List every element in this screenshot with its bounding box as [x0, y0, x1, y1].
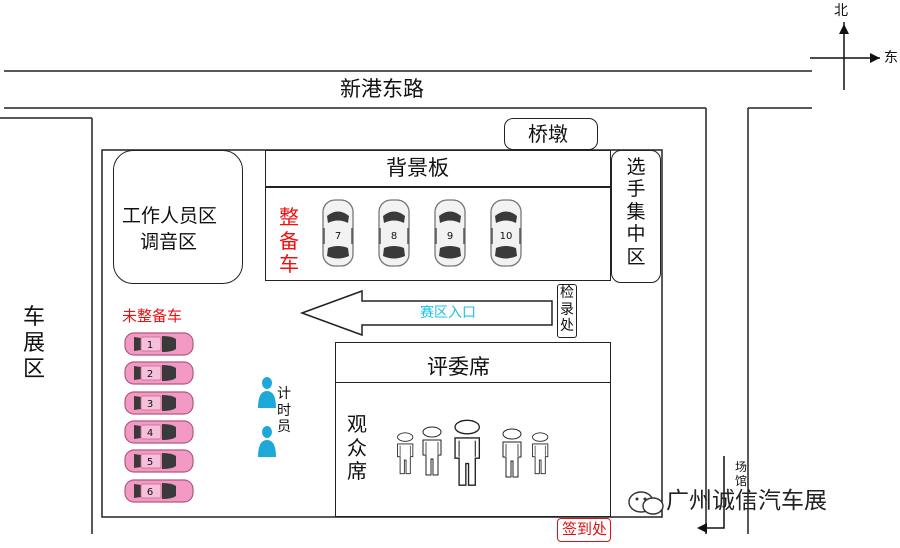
staff-area [113, 150, 243, 284]
staff-area-line2: 调音区 [140, 231, 198, 253]
compass-east: 东 [884, 50, 898, 66]
road-name: 新港东路 [340, 77, 424, 101]
car-number: 1 [147, 340, 153, 351]
backdrop-label: 背景板 [386, 156, 449, 180]
contestant-area [611, 150, 661, 283]
person-icon [397, 432, 414, 475]
car-number: 6 [147, 487, 153, 498]
prepping-cars-label: 整备车 [279, 205, 299, 277]
audience-label: 观众席 [347, 412, 367, 484]
car-icon: 4 [124, 420, 194, 444]
judges-label: 评委席 [427, 355, 490, 379]
car-number: 7 [335, 231, 341, 242]
car-show-area-label: 车展区 [22, 305, 45, 382]
timekeeper-label: 计时员 [277, 386, 291, 436]
inspection-box [557, 284, 577, 338]
car-icon: 9 [434, 199, 466, 267]
car-icon: 1 [124, 332, 194, 356]
staff-area-line1: 工作人员区 [122, 205, 218, 227]
compass-north: 北 [834, 3, 848, 19]
car-icon: 6 [124, 478, 194, 503]
inspection-label: 检录处 [560, 285, 574, 335]
car-number: 9 [447, 231, 453, 242]
car-number: 2 [147, 369, 153, 380]
car-icon: 3 [124, 390, 194, 415]
car-icon: 2 [124, 361, 194, 385]
timekeeper-icon [258, 377, 276, 408]
signin-box [557, 518, 611, 542]
signin-label: 签到处 [562, 520, 608, 538]
person-icon [502, 428, 522, 478]
car-icon: 8 [378, 199, 410, 267]
car-number: 3 [147, 399, 153, 410]
car-icon: 7 [322, 199, 354, 267]
waiting-cars-label: 未整备车 [122, 307, 183, 325]
watermark-text: 广州诚信汽车展 [666, 488, 827, 514]
car-number: 4 [147, 428, 153, 439]
wechat-icon [626, 488, 666, 522]
car-icon: 10 [490, 199, 522, 267]
person-icon [454, 419, 481, 486]
bridge-pier [504, 118, 598, 150]
car-number: 10 [500, 231, 513, 242]
car-icon: 5 [124, 449, 194, 473]
car-number: 8 [391, 231, 397, 242]
person-icon [422, 426, 442, 476]
contestant-area-label: 选手集中区 [626, 156, 646, 268]
car-number: 5 [147, 457, 153, 468]
person-icon [532, 432, 549, 475]
bridge-label: 桥墩 [528, 122, 568, 146]
timekeeper-icon [258, 426, 276, 457]
venue-label: 场馆 [734, 460, 747, 489]
entrance-label: 赛区入口 [420, 305, 476, 321]
